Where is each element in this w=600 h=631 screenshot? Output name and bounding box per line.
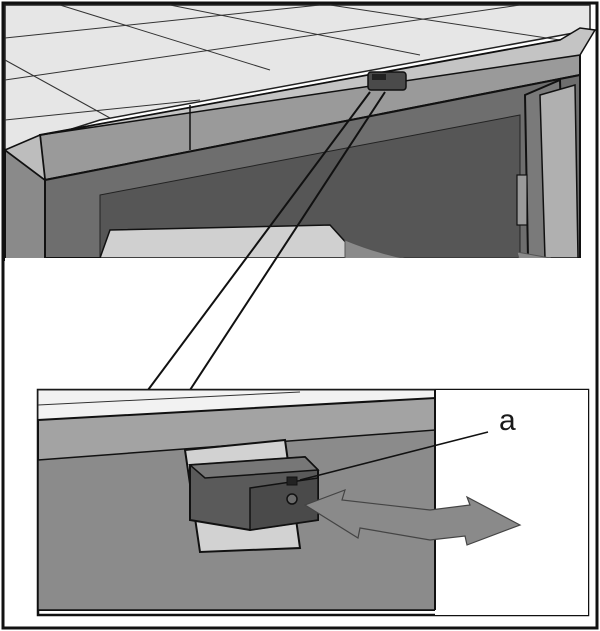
latch-button xyxy=(286,476,298,486)
blank-band xyxy=(5,258,595,388)
callout-leader xyxy=(299,431,489,481)
latch-small xyxy=(367,71,407,91)
drawer-panel xyxy=(98,224,362,259)
detail-inset xyxy=(36,388,590,617)
latch-detail xyxy=(188,455,320,532)
callout-label-a: a xyxy=(499,404,516,437)
worktop-surface xyxy=(4,4,591,152)
zoom-leader-lines xyxy=(147,91,386,391)
latch-screw xyxy=(286,493,298,505)
worktop-grid xyxy=(4,4,561,121)
double-headed-arrow-icon xyxy=(303,489,522,546)
top-rail-upper xyxy=(39,27,597,136)
